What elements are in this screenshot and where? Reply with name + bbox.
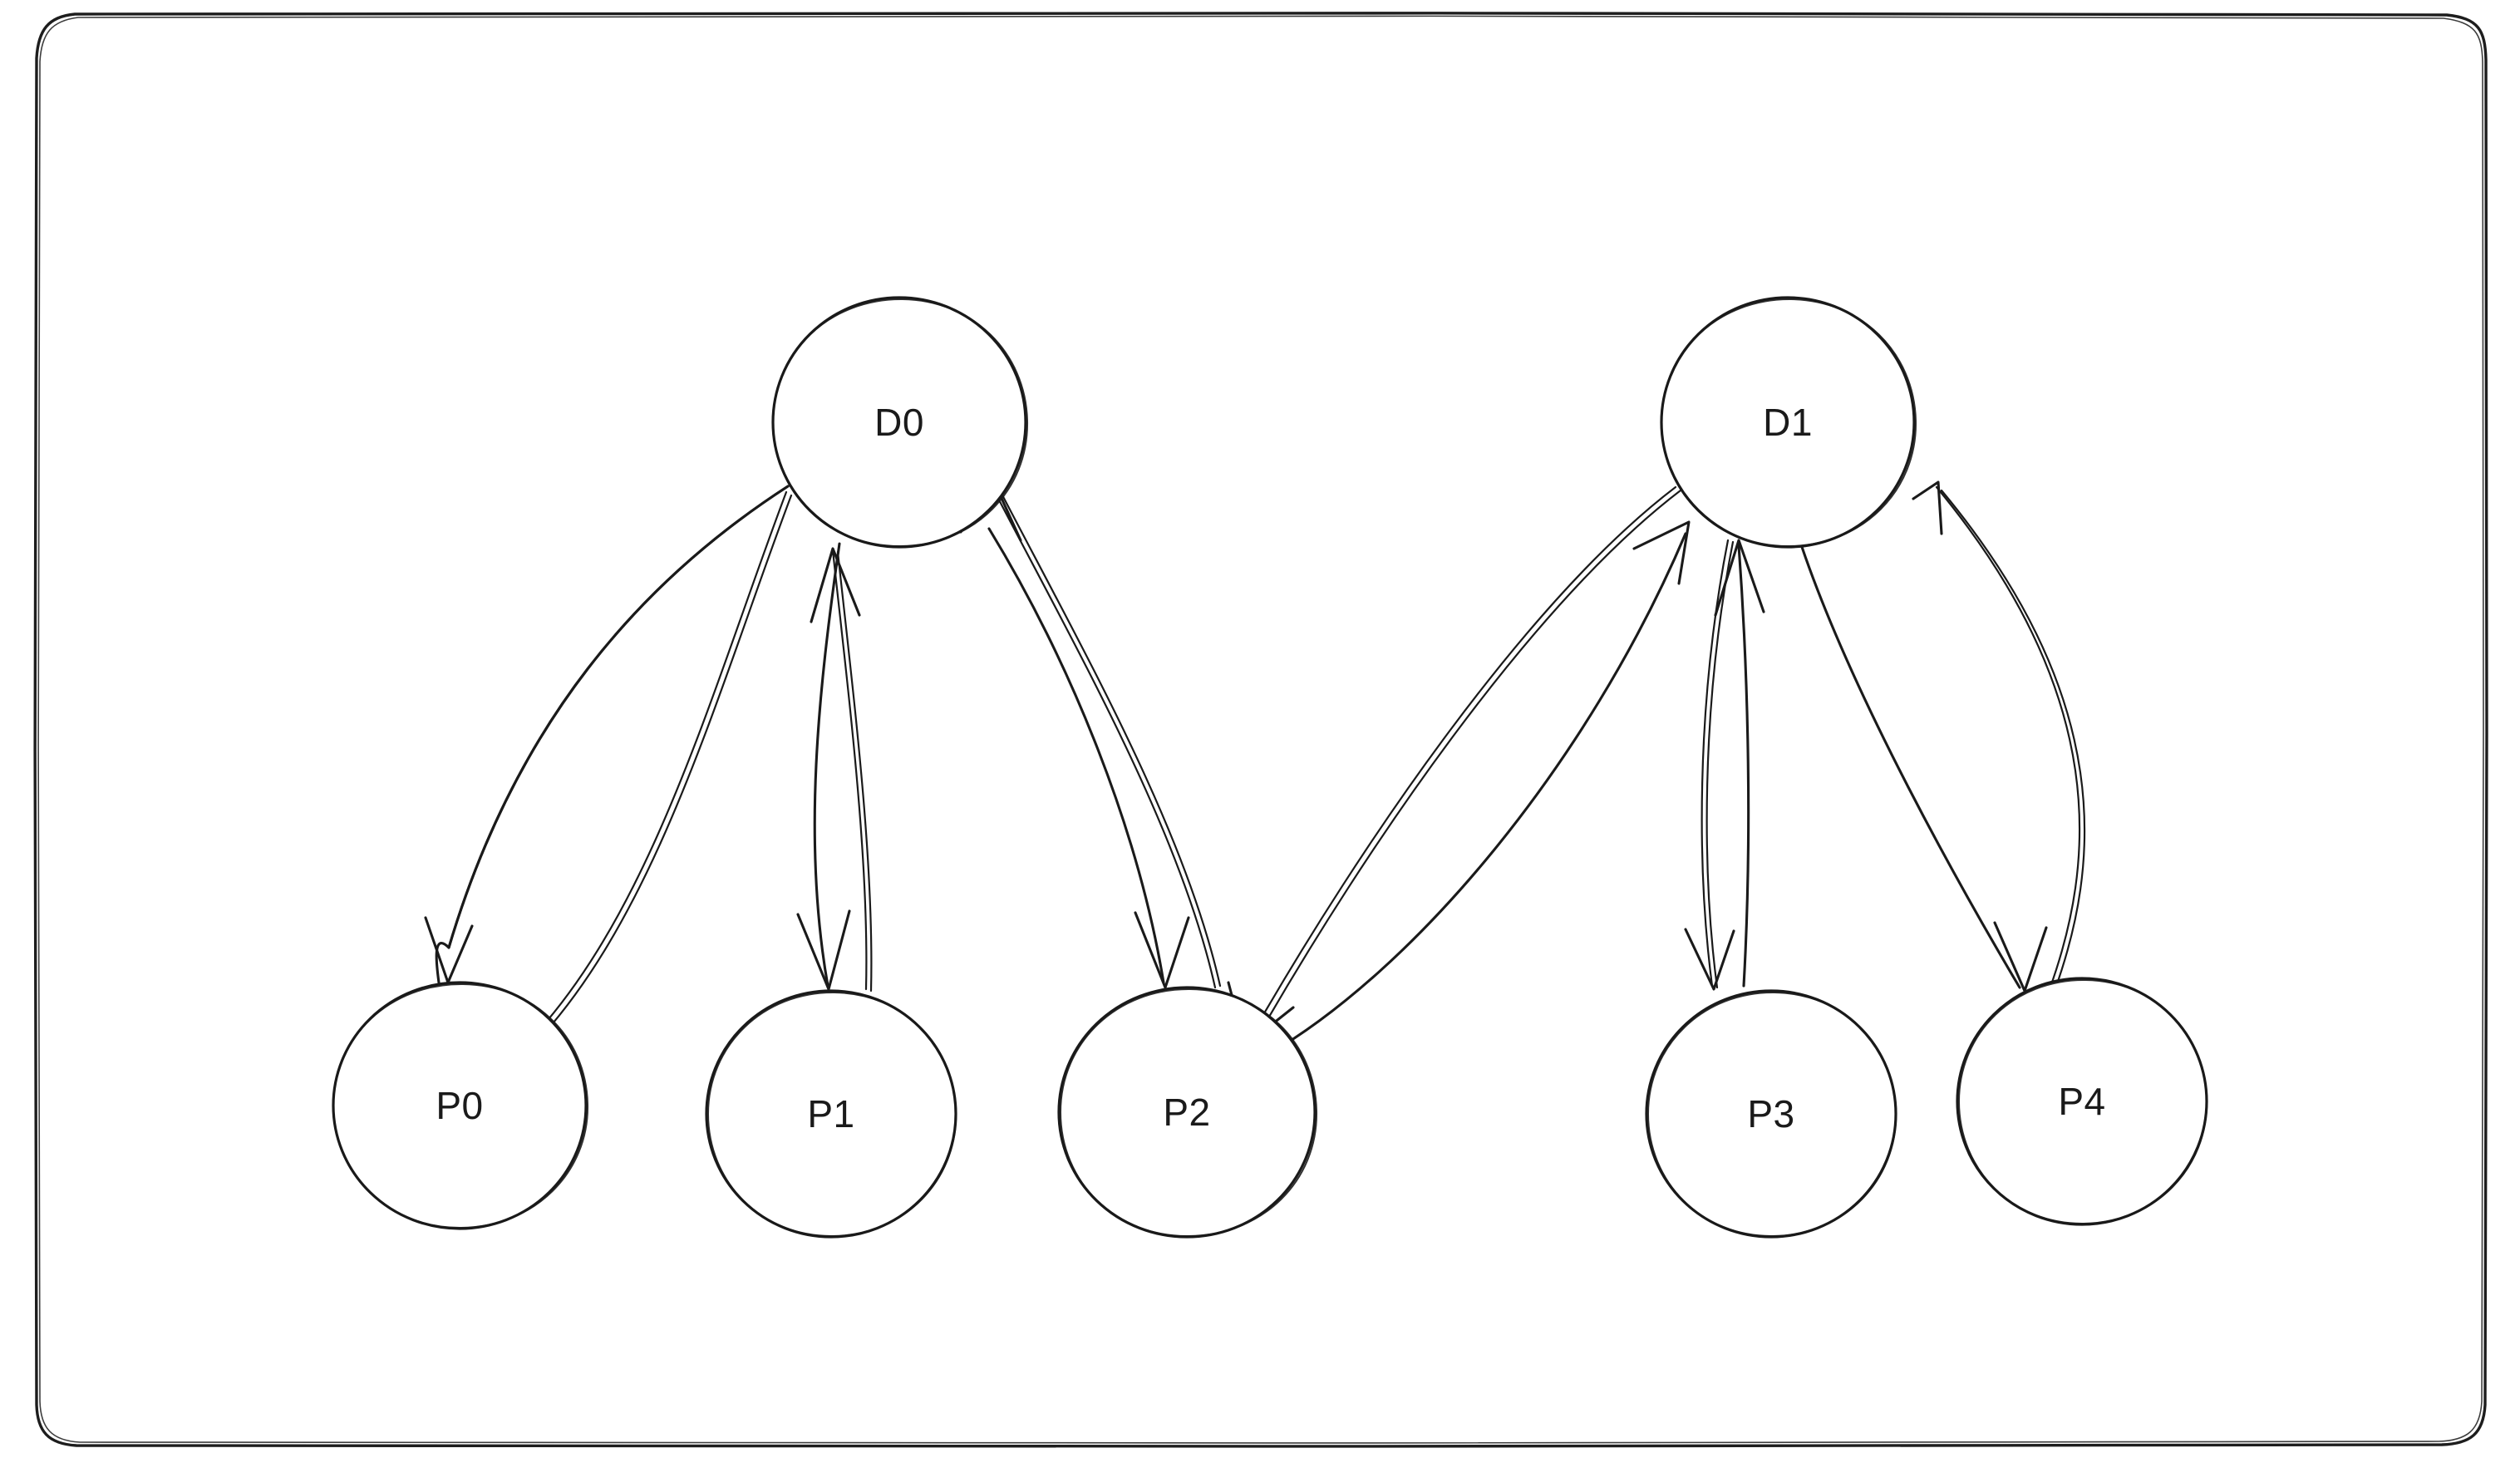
node-d0-label: D0 [874, 401, 924, 444]
edge-p2-d0-up [959, 484, 1222, 989]
edge-p3-d1-up [1714, 539, 1765, 988]
node-d0[interactable]: D0 [771, 296, 1029, 549]
edge-p0-d0-up [537, 490, 793, 1036]
node-p3-label: P3 [1747, 1092, 1794, 1135]
node-p1[interactable]: P1 [705, 989, 957, 1239]
node-p1-label: P1 [807, 1092, 854, 1135]
node-p0[interactable]: P0 [332, 981, 589, 1230]
edge-d1-p2-down [1227, 485, 1682, 1047]
diagram-frame [33, 11, 2488, 1448]
node-p4[interactable]: P4 [1956, 977, 2208, 1226]
node-p0-label: P0 [436, 1084, 483, 1127]
edge-d0-p2-down [987, 527, 1190, 989]
node-p3[interactable]: P3 [1645, 989, 1897, 1239]
edge-d1-p3-down [1684, 539, 1735, 991]
node-p2-label: P2 [1163, 1091, 1210, 1134]
edge-layer [424, 480, 2086, 1059]
node-d1[interactable]: D1 [1660, 296, 1917, 549]
node-p4-label: P4 [2058, 1080, 2105, 1123]
edge-d0-p0-down [424, 485, 790, 984]
edge-p1-d0-up [810, 547, 873, 993]
node-d1-label: D1 [1763, 401, 1813, 444]
node-p2[interactable]: P2 [1057, 986, 1318, 1239]
edge-p4-d1-up [1912, 480, 2086, 993]
edge-p2-d1-up [1262, 520, 1691, 1059]
edge-d1-p4-down [1800, 545, 2048, 993]
edge-d0-p1-down [796, 542, 851, 991]
